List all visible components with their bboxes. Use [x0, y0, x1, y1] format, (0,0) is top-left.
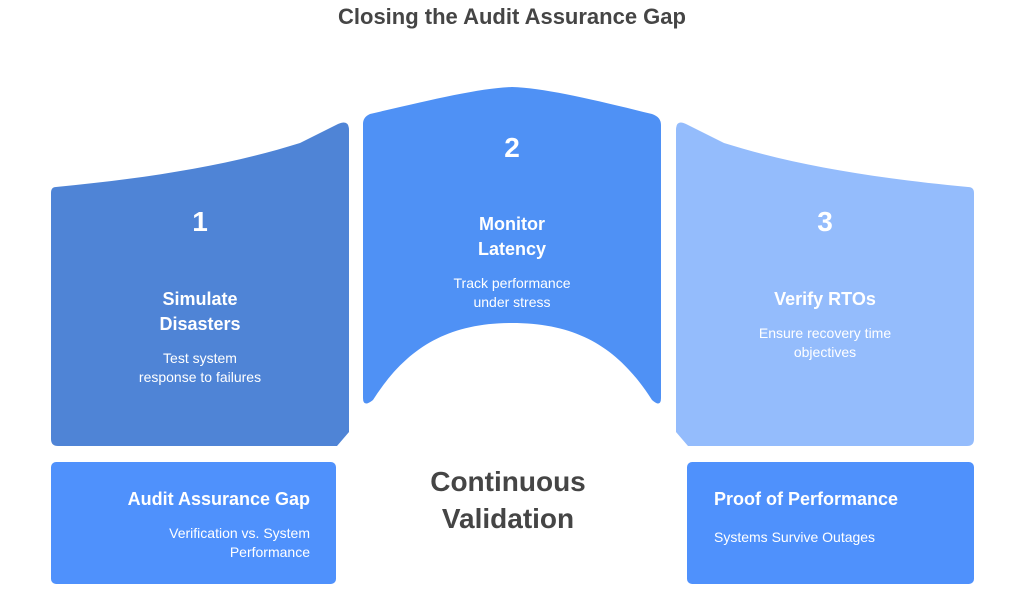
- step-1-description: Test system response to failures: [51, 349, 349, 387]
- step-1-heading: Simulate Disasters: [51, 287, 349, 337]
- audit-assurance-gap-desc-line1: Verification vs. System: [169, 525, 310, 541]
- step-1-heading-line1: Simulate: [162, 289, 238, 309]
- step-1-number: 1: [192, 206, 208, 237]
- audit-assurance-gap-box: Audit Assurance Gap Verification vs. Sys…: [51, 462, 336, 584]
- step-2-desc-line1: Track performance: [453, 275, 571, 291]
- step-2-heading-line1: Monitor: [479, 214, 545, 234]
- step-3-desc-line1: Ensure recovery time: [758, 325, 892, 341]
- proof-of-performance-description: Systems Survive Outages: [714, 529, 876, 545]
- step-3-heading: Verify RTOs: [676, 287, 974, 312]
- center-line1: Continuous: [430, 466, 586, 497]
- audit-assurance-gap-desc-line2: Performance: [229, 544, 310, 560]
- step-2-number: 2: [504, 132, 520, 163]
- step-3-desc-line2: objectives: [793, 344, 857, 360]
- step-1-heading-line2: Disasters: [159, 314, 241, 334]
- step-3-shape: [676, 122, 974, 446]
- step-1-desc-line2: response to failures: [138, 369, 262, 385]
- step-3-description: Ensure recovery time objectives: [676, 324, 974, 362]
- proof-of-performance-box: Proof of Performance Systems Survive Out…: [687, 462, 974, 584]
- step-2-desc-line2: under stress: [473, 294, 551, 310]
- audit-assurance-gap-description: Verification vs. System Performance: [169, 524, 310, 562]
- continuous-validation-label: Continuous Validation: [398, 463, 618, 537]
- diagram-title: Closing the Audit Assurance Gap: [338, 4, 686, 29]
- step-3-heading-line1: Verify RTOs: [774, 289, 876, 309]
- step-1-desc-line1: Test system: [163, 350, 237, 366]
- audit-assurance-gap-heading: Audit Assurance Gap: [127, 489, 310, 509]
- step-2-shape: [363, 87, 661, 404]
- step-3-number: 3: [817, 206, 833, 237]
- proof-of-performance-heading: Proof of Performance: [714, 489, 899, 509]
- step-2-heading-line2: Latency: [477, 239, 547, 259]
- center-line2: Validation: [441, 503, 575, 534]
- step-1-shape: [51, 122, 349, 446]
- step-2-description: Track performance under stress: [363, 274, 661, 312]
- step-2-heading: Monitor Latency: [363, 212, 661, 262]
